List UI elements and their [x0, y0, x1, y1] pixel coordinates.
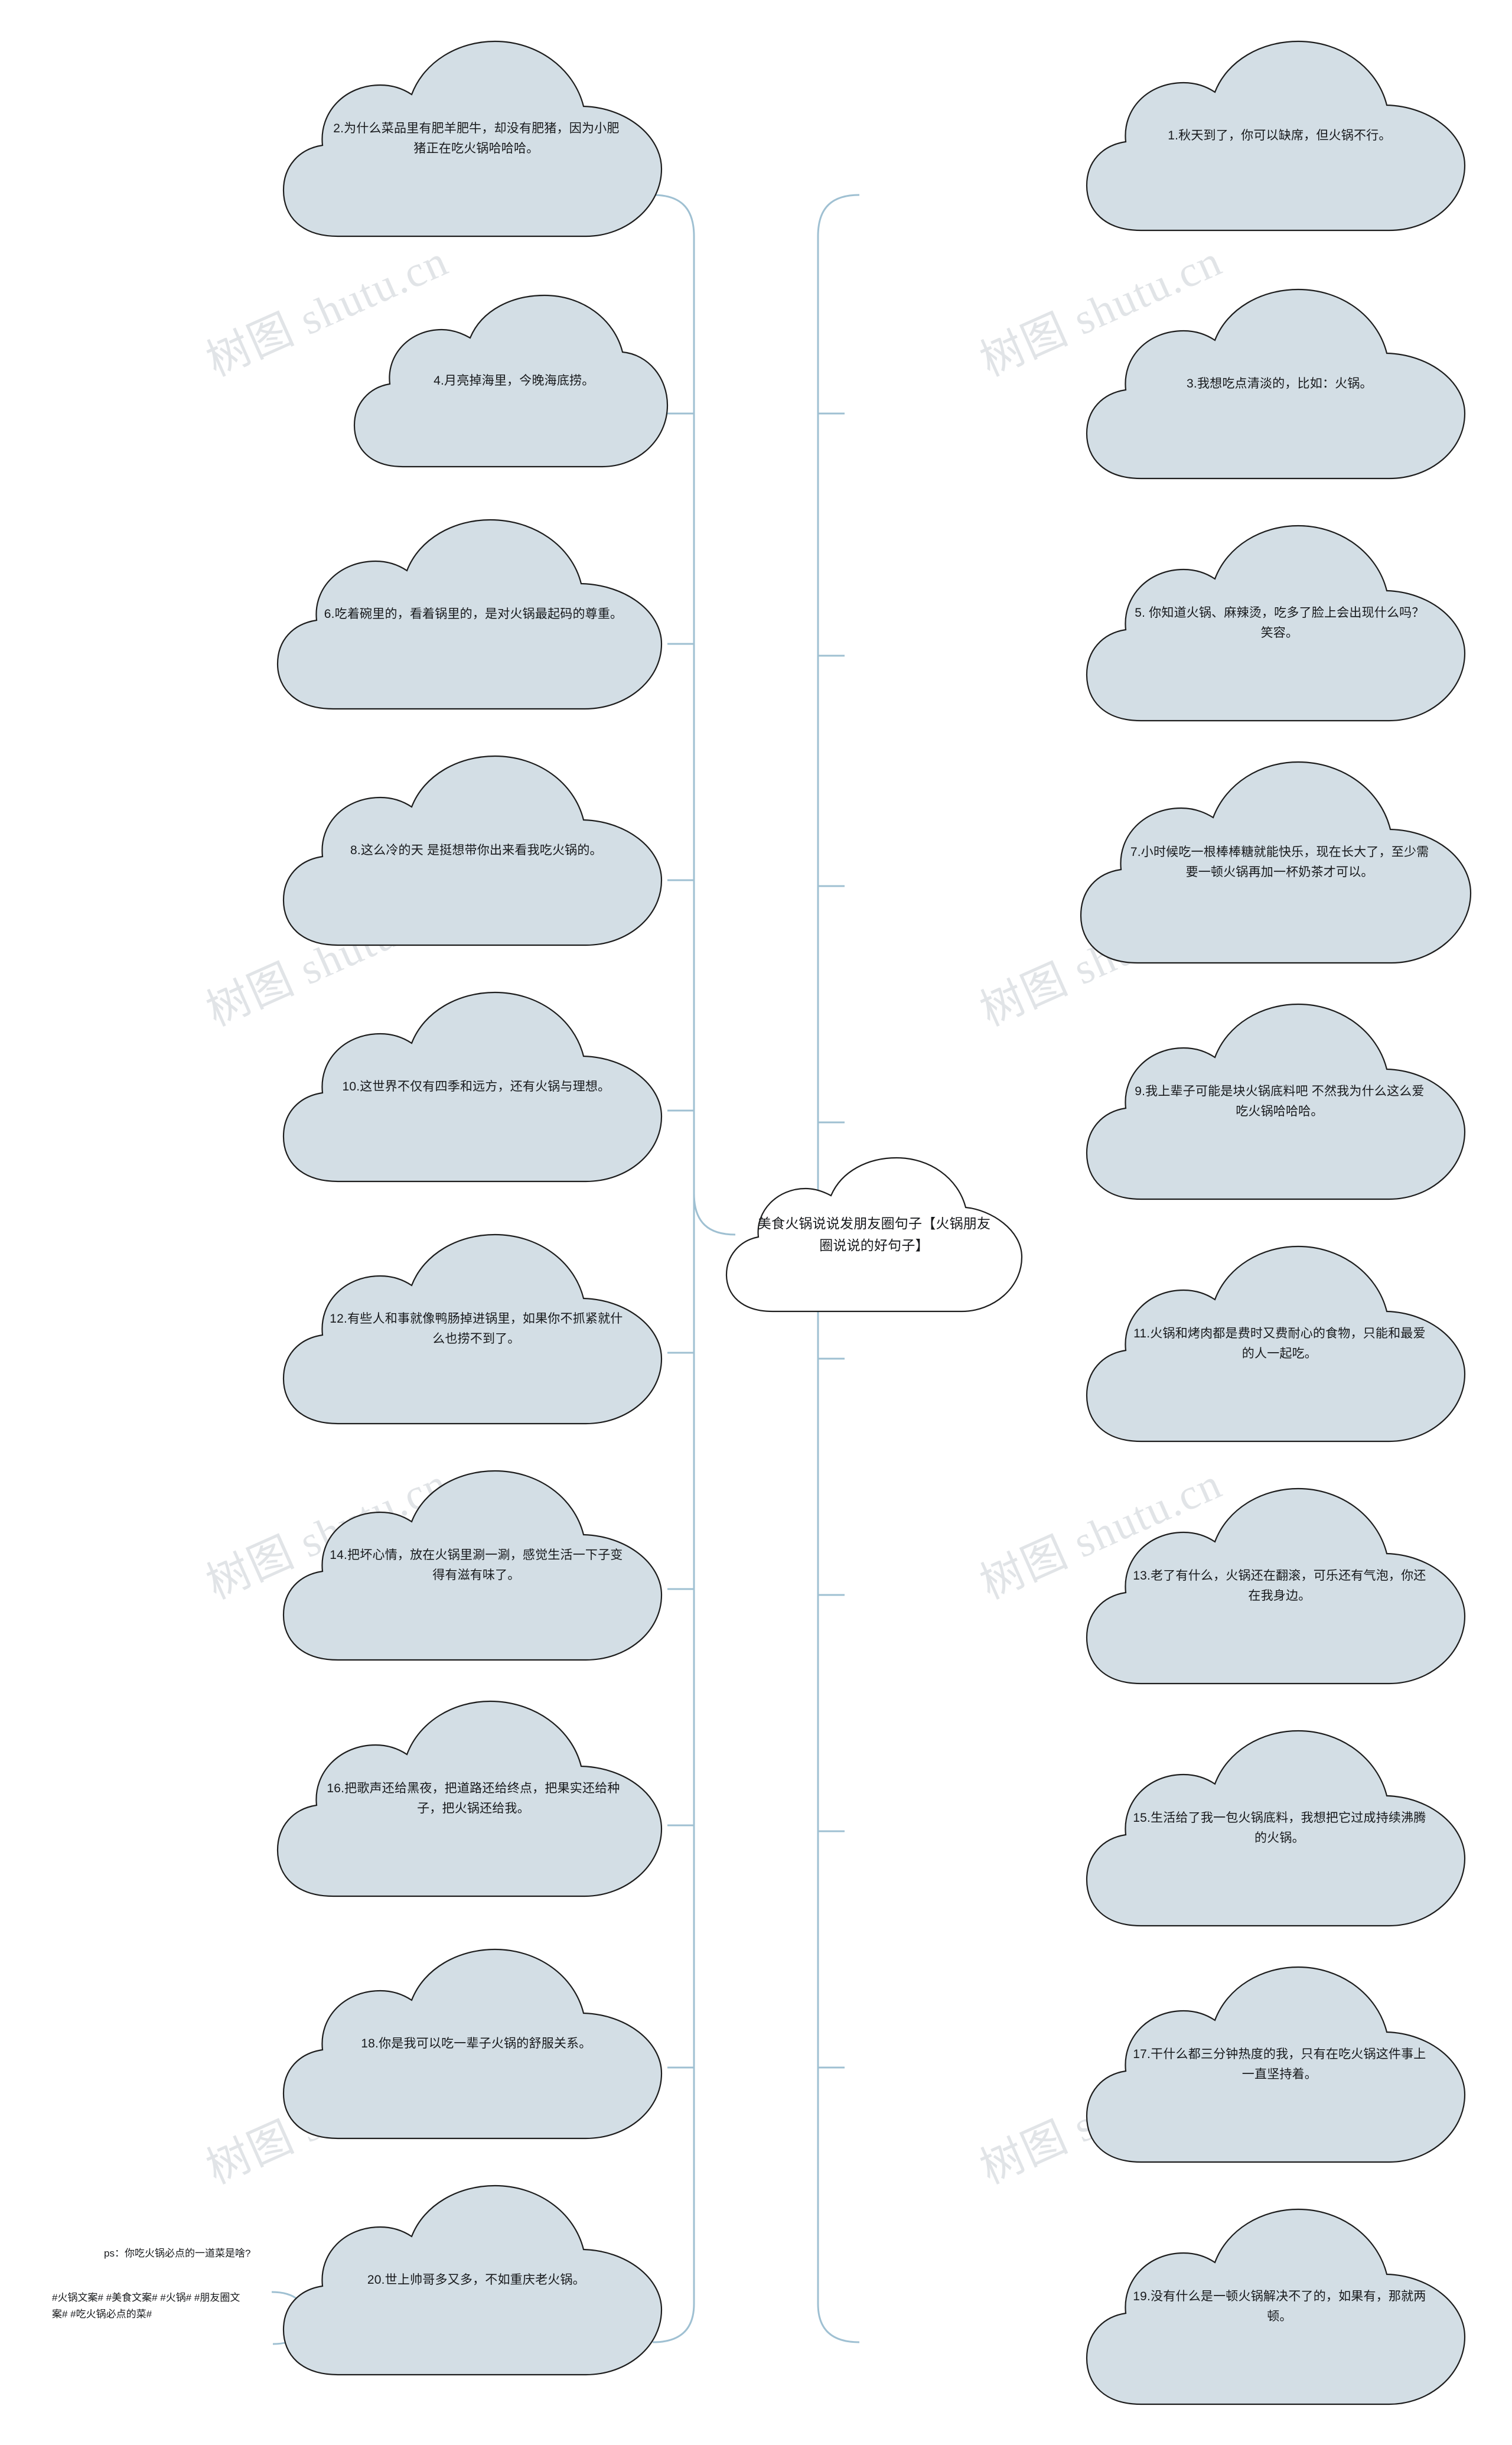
node-text: 12.有些人和事就像鸭肠掉进锅里，如果你不抓紧就什么也捞不到了。 [330, 1311, 623, 1346]
mindmap-node-right-9[interactable]: 9.我上辈子可能是块火锅底料吧 不然我为什么这么爱吃火锅哈哈哈。 [1086, 1003, 1466, 1200]
node-text: 13.老了有什么，火锅还在翻滚，可乐还有气泡，你还在我身边。 [1133, 1568, 1426, 1603]
mindmap-node-left-18[interactable]: 18.你是我可以吃一辈子火锅的舒服关系。 [282, 1948, 663, 2140]
mindmap-node-right-7[interactable]: 7.小时候吃一根棒棒糖就能快乐，现在长大了，至少需要一顿火锅再加一杯奶茶才可以。 [1080, 761, 1472, 964]
mindmap-node-left-6[interactable]: 6.吃着碗里的，看着锅里的，是对火锅最起码的尊重。 [276, 519, 663, 710]
cloud-shape [1086, 1003, 1466, 1200]
node-text: 5. 你知道火锅、麻辣烫，吃多了脸上会出现什么吗？笑容。 [1135, 605, 1425, 640]
footer-ps-text: ps：你吃火锅必点的一道菜是啥? [104, 2248, 251, 2259]
cloud-shape [276, 1700, 663, 1897]
cloud-shape [282, 40, 663, 237]
cloud-shape [725, 1157, 1023, 1313]
node-text: 6.吃着碗里的，看着锅里的，是对火锅最起码的尊重。 [324, 607, 623, 621]
mindmap-node-left-8[interactable]: 8.这么冷的天 是挺想带你出来看我吃火锅的。 [282, 755, 663, 946]
cloud-shape [1086, 288, 1466, 480]
mindmap-node-right-3[interactable]: 3.我想吃点清淡的，比如：火锅。 [1086, 288, 1466, 480]
cloud-shape [282, 2184, 663, 2376]
node-text: 19.没有什么是一顿火锅解决不了的，如果有，那就两顿。 [1133, 2289, 1426, 2323]
cloud-shape [1080, 761, 1472, 964]
node-text: 18.你是我可以吃一辈子火锅的舒服关系。 [361, 2036, 592, 2050]
node-text: 10.这世界不仅有四季和远方，还有火锅与理想。 [342, 1079, 611, 1093]
mindmap-node-left-2[interactable]: 2.为什么菜品里有肥羊肥牛，却没有肥猪，因为小肥猪正在吃火锅哈哈哈。 [282, 40, 663, 237]
node-text: 4.月亮掉海里，今晚海底捞。 [434, 373, 595, 388]
cloud-shape [1086, 1245, 1466, 1443]
mindmap-node-right-13[interactable]: 13.老了有什么，火锅还在翻滚，可乐还有气泡，你还在我身边。 [1086, 1487, 1466, 1685]
cloud-shape [276, 519, 663, 710]
mindmap-node-right-19[interactable]: 19.没有什么是一顿火锅解决不了的，如果有，那就两顿。 [1086, 2208, 1466, 2405]
cloud-shape [1086, 2208, 1466, 2405]
cloud-shape [1086, 525, 1466, 722]
mindmap-node-left-16[interactable]: 16.把歌声还给黑夜，把道路还给终点，把果实还给种子，把火锅还给我。 [276, 1700, 663, 1897]
node-text: 7.小时候吃一根棒棒糖就能快乐，现在长大了，至少需要一顿火锅再加一杯奶茶才可以。 [1130, 845, 1429, 879]
node-text: 8.这么冷的天 是挺想带你出来看我吃火锅的。 [350, 843, 602, 857]
mindmap-node-left-20[interactable]: 20.世上帅哥多又多，不如重庆老火锅。 [282, 2184, 663, 2376]
mindmap-node-left-14[interactable]: 14.把坏心情，放在火锅里涮一涮，感觉生活一下子变得有滋有味了。 [282, 1470, 663, 1661]
cloud-shape [282, 991, 663, 1183]
cloud-shape [282, 1470, 663, 1661]
node-text: 9.我上辈子可能是块火锅底料吧 不然我为什么这么爱吃火锅哈哈哈。 [1135, 1084, 1425, 1118]
node-text: 20.世上帅哥多又多，不如重庆老火锅。 [367, 2273, 585, 2287]
mindmap-node-right-11[interactable]: 11.火锅和烤肉都是费时又费耐心的食物，只能和最爱的人一起吃。 [1086, 1245, 1466, 1443]
node-text: 17.干什么都三分钟热度的我，只有在吃火锅这件事上一直坚持着。 [1133, 2047, 1426, 2081]
node-text: 14.把坏心情，放在火锅里涮一涮，感觉生活一下子变得有滋有味了。 [330, 1548, 623, 1582]
cloud-shape [282, 1948, 663, 2140]
node-text: 2.为什么菜品里有肥羊肥牛，却没有肥猪，因为小肥猪正在吃火锅哈哈哈。 [333, 121, 620, 155]
mindmap-node-right-1[interactable]: 1.秋天到了，你可以缺席，但火锅不行。 [1086, 40, 1466, 232]
footer-hashtags: #火锅文案# #美食文案# #火锅# #朋友圈文案# #吃火锅必点的菜# [52, 2292, 240, 2320]
node-text: 11.火锅和烤肉都是费时又费耐心的食物，只能和最爱的人一起吃。 [1133, 1326, 1426, 1360]
node-text: 16.把歌声还给黑夜，把道路还给终点，把果实还给种子，把火锅还给我。 [327, 1781, 620, 1815]
cloud-shape [1086, 40, 1466, 232]
node-text: 3.我想吃点清淡的，比如：火锅。 [1187, 376, 1373, 390]
mindmap-node-left-4[interactable]: 4.月亮掉海里，今晚海底捞。 [353, 294, 669, 468]
node-text: 15.生活给了我一包火锅底料，我想把它过成持续沸腾的火锅。 [1133, 1811, 1426, 1845]
cloud-shape [1086, 1487, 1466, 1685]
root-title: 美食火锅说说发朋友圈句子【火锅朋友圈说说的好句子】 [757, 1215, 991, 1253]
node-text: 1.秋天到了，你可以缺席，但火锅不行。 [1168, 128, 1392, 142]
cloud-shape [282, 755, 663, 946]
mindmap-node-left-12[interactable]: 12.有些人和事就像鸭肠掉进锅里，如果你不抓紧就什么也捞不到了。 [282, 1233, 663, 1425]
cloud-shape [1086, 1730, 1466, 1927]
mindmap-node-right-5[interactable]: 5. 你知道火锅、麻辣烫，吃多了脸上会出现什么吗？笑容。 [1086, 525, 1466, 722]
cloud-shape [1086, 1966, 1466, 2163]
mindmap-node-left-10[interactable]: 10.这世界不仅有四季和远方，还有火锅与理想。 [282, 991, 663, 1183]
cloud-shape [282, 1233, 663, 1425]
mindmap-root-node[interactable]: 美食火锅说说发朋友圈句子【火锅朋友圈说说的好句子】 [725, 1157, 1023, 1313]
mindmap-node-right-17[interactable]: 17.干什么都三分钟热度的我，只有在吃火锅这件事上一直坚持着。 [1086, 1966, 1466, 2163]
mindmap-node-right-15[interactable]: 15.生活给了我一包火锅底料，我想把它过成持续沸腾的火锅。 [1086, 1730, 1466, 1927]
cloud-shape [353, 294, 669, 468]
